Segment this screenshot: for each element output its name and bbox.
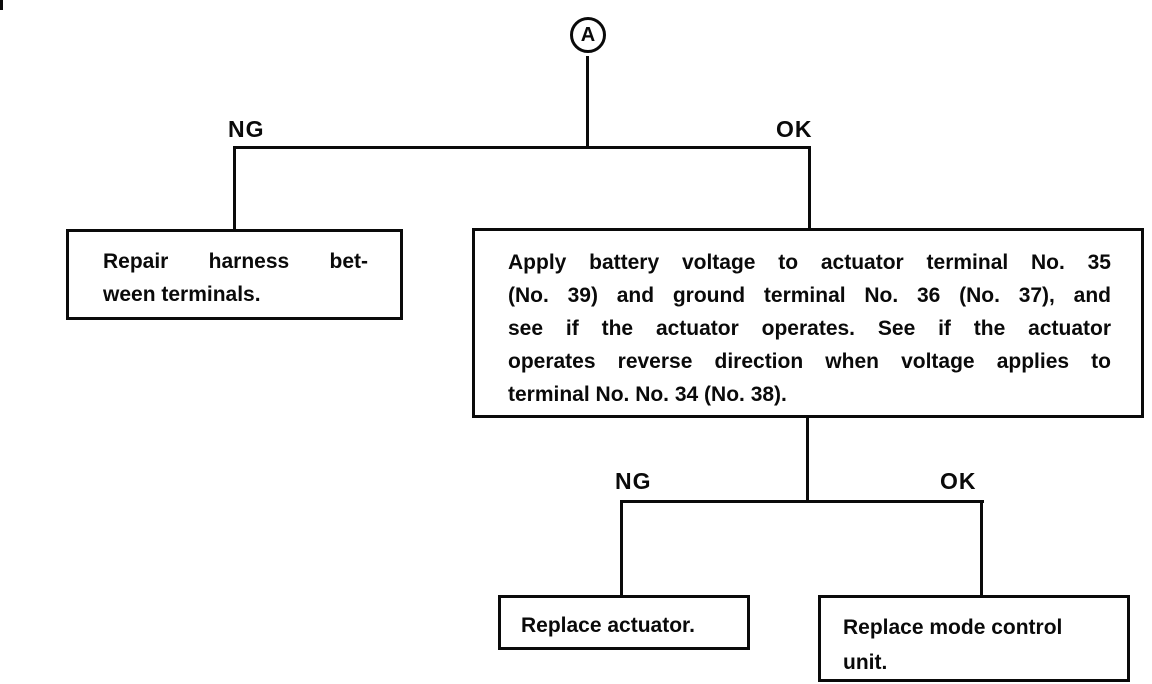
repair-harness-box: Repair harness bet- ween terminals. <box>66 229 403 320</box>
branch2-horizontal-line <box>620 500 984 503</box>
branch2-ok-label: OK <box>940 468 977 494</box>
branch1-horizontal-line <box>233 146 811 149</box>
apply-box-stem-line <box>806 418 809 502</box>
apply-voltage-text-line: operates reverse direction when voltage … <box>508 350 1111 373</box>
apply-voltage-text-line: see if the actuator operates. See if the… <box>508 317 1111 340</box>
replace-mode-control-text-line: unit. <box>843 651 888 674</box>
repair-harness-text-line: Repair harness bet- <box>103 250 368 273</box>
apply-voltage-text-line: (No. 39) and ground terminal No. 36 (No.… <box>508 284 1111 307</box>
repair-harness-text-line: ween terminals. <box>103 283 261 306</box>
replace-actuator-text-line: Replace actuator. <box>521 614 695 637</box>
connector-a-node: A <box>570 17 606 53</box>
branch2-ng-label: NG <box>615 468 652 494</box>
scan-artifact <box>0 0 3 10</box>
connector-stem-line <box>586 56 589 148</box>
branch1-ok-drop-line <box>808 148 811 228</box>
apply-voltage-text-line: Apply battery voltage to actuator termin… <box>508 251 1111 274</box>
replace-mode-control-box: Replace mode control unit. <box>818 595 1130 682</box>
branch1-ok-label: OK <box>776 116 813 142</box>
connector-a-label: A <box>580 23 596 46</box>
apply-voltage-text-line: terminal No. No. 34 (No. 38). <box>508 383 787 406</box>
branch2-ng-drop-line <box>620 503 623 595</box>
replace-actuator-box: Replace actuator. <box>498 595 750 650</box>
branch1-ng-label: NG <box>228 116 265 142</box>
apply-voltage-box: Apply battery voltage to actuator termin… <box>472 228 1144 418</box>
branch2-ok-drop-line <box>980 503 983 595</box>
replace-mode-control-text-line: Replace mode control <box>843 616 1063 639</box>
branch1-ng-drop-line <box>233 148 236 229</box>
